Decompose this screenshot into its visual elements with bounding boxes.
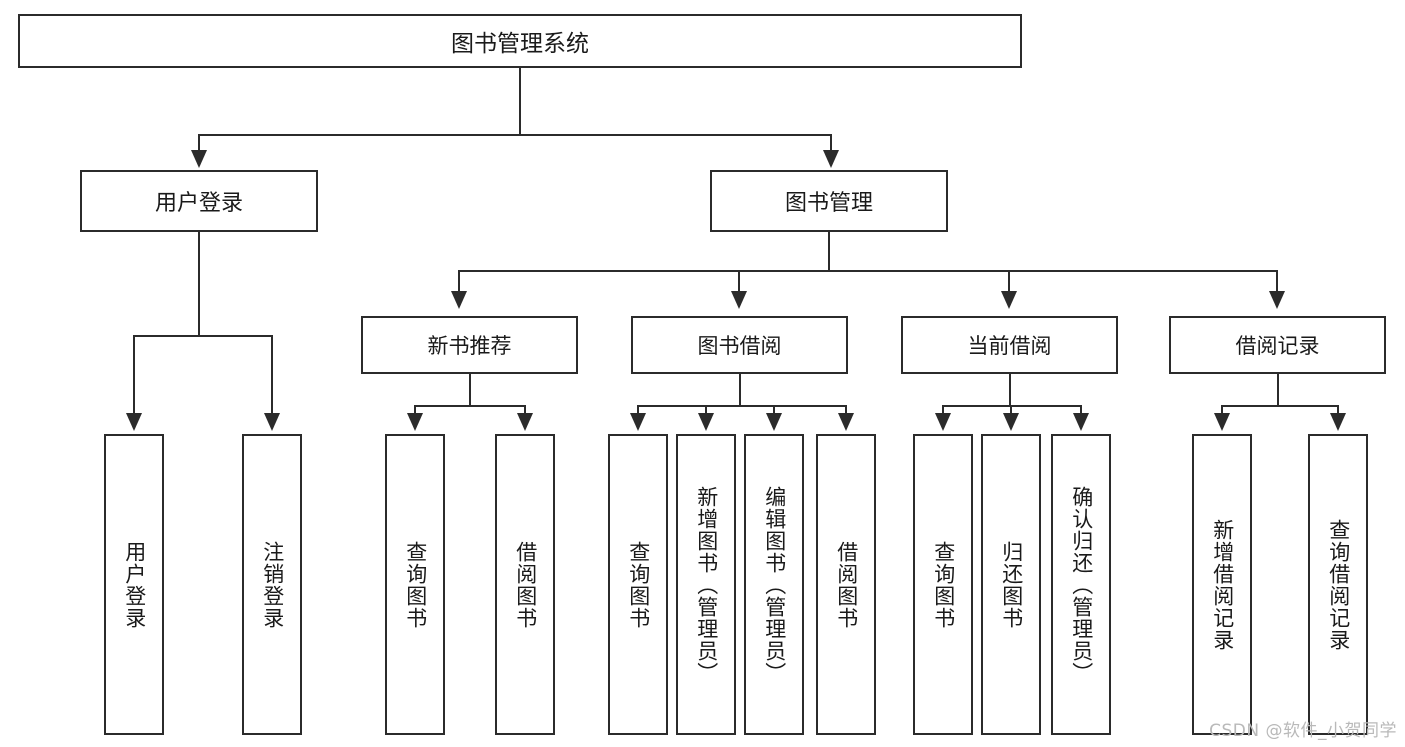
leaf-label: 新增借阅记录 bbox=[1210, 518, 1235, 651]
node-label: 用户登录 bbox=[154, 191, 243, 216]
leaf-label: 借阅图书 bbox=[834, 540, 859, 629]
watermark: CSDN @软件_小贺同学 bbox=[1209, 721, 1397, 741]
node-current-borrow[interactable]: 当前借阅 bbox=[901, 316, 1118, 374]
edge-book-manage-drop-2 bbox=[738, 270, 740, 292]
leaf-label: 查询图书 bbox=[931, 540, 956, 629]
arrow-to-bb-query-book bbox=[630, 413, 646, 431]
node-book-borrow[interactable]: 图书借阅 bbox=[631, 316, 848, 374]
leaf-cb-confirm-return[interactable]: 确认归还（管理员） bbox=[1051, 434, 1111, 735]
node-borrow-record[interactable]: 借阅记录 bbox=[1169, 316, 1386, 374]
edge-book-manage-stem bbox=[828, 232, 830, 272]
edge-br-drop-2 bbox=[1337, 405, 1339, 415]
arrow-to-nbr-query-book bbox=[407, 413, 423, 431]
edge-bb-bus bbox=[637, 405, 847, 407]
node-label: 图书管理 bbox=[784, 191, 873, 216]
edge-br-bus bbox=[1221, 405, 1339, 407]
leaf-label: 用户登录 bbox=[122, 540, 147, 629]
edge-root-drop-right bbox=[830, 134, 832, 152]
leaf-label: 查询图书 bbox=[403, 540, 428, 629]
edge-br-stem bbox=[1277, 374, 1279, 407]
leaf-label: 查询借阅记录 bbox=[1326, 518, 1351, 651]
node-label: 图书借阅 bbox=[697, 334, 782, 358]
edge-bb-stem bbox=[739, 374, 741, 407]
edge-user-login-drop-1 bbox=[133, 335, 135, 415]
arrow-to-book-borrow bbox=[731, 291, 747, 309]
leaf-bb-query-book[interactable]: 查询图书 bbox=[608, 434, 668, 735]
node-book-manage[interactable]: 图书管理 bbox=[710, 170, 948, 232]
arrow-to-leaf-user-login bbox=[126, 413, 142, 431]
leaf-br-add-record[interactable]: 新增借阅记录 bbox=[1192, 434, 1252, 735]
leaf-label: 注销登录 bbox=[260, 540, 285, 629]
edge-cb-drop-2 bbox=[1010, 405, 1012, 415]
edge-nbr-bus bbox=[414, 405, 526, 407]
edge-bb-drop-3 bbox=[773, 405, 775, 415]
leaf-br-query-record[interactable]: 查询借阅记录 bbox=[1308, 434, 1368, 735]
leaf-bb-add-book[interactable]: 新增图书（管理员） bbox=[676, 434, 736, 735]
edge-br-drop-1 bbox=[1221, 405, 1223, 415]
arrow-to-bb-borrow-book bbox=[838, 413, 854, 431]
edge-user-login-stem bbox=[198, 232, 200, 336]
edge-bb-drop-1 bbox=[637, 405, 639, 415]
arrow-to-cb-confirm-return bbox=[1073, 413, 1089, 431]
arrow-to-nbr-borrow-book bbox=[517, 413, 533, 431]
edge-nbr-drop-1 bbox=[414, 405, 416, 415]
edge-user-login-drop-2 bbox=[271, 335, 273, 415]
node-label: 借阅记录 bbox=[1235, 334, 1320, 358]
arrow-to-user-login bbox=[191, 150, 207, 168]
edge-nbr-stem bbox=[469, 374, 471, 407]
leaf-label: 查询图书 bbox=[626, 540, 651, 629]
arrow-to-borrow-record bbox=[1269, 291, 1285, 309]
leaf-bb-borrow-book[interactable]: 借阅图书 bbox=[816, 434, 876, 735]
edge-book-manage-drop-3 bbox=[1008, 270, 1010, 292]
arrow-to-current-borrow bbox=[1001, 291, 1017, 309]
leaf-cb-return-book[interactable]: 归还图书 bbox=[981, 434, 1041, 735]
edge-cb-drop-1 bbox=[942, 405, 944, 415]
node-label: 新书推荐 bbox=[427, 334, 512, 358]
edge-user-login-bus bbox=[133, 335, 273, 337]
edge-bb-drop-2 bbox=[705, 405, 707, 415]
leaf-bb-edit-book[interactable]: 编辑图书（管理员） bbox=[744, 434, 804, 735]
leaf-nbr-query-book[interactable]: 查询图书 bbox=[385, 434, 445, 735]
leaf-label: 归还图书 bbox=[999, 540, 1024, 629]
arrow-to-leaf-logout bbox=[264, 413, 280, 431]
edge-root-bus bbox=[198, 134, 832, 136]
leaf-cb-query-book[interactable]: 查询图书 bbox=[913, 434, 973, 735]
arrow-to-new-book-recommend bbox=[451, 291, 467, 309]
node-label: 图书管理系统 bbox=[451, 31, 589, 57]
leaf-nbr-borrow-book[interactable]: 借阅图书 bbox=[495, 434, 555, 735]
arrow-to-bb-edit-book bbox=[766, 413, 782, 431]
edge-book-manage-drop-1 bbox=[458, 270, 460, 292]
leaf-label: 新增图书（管理员） bbox=[694, 485, 719, 684]
edge-bb-drop-4 bbox=[845, 405, 847, 415]
arrow-to-bb-add-book bbox=[698, 413, 714, 431]
leaf-logout[interactable]: 注销登录 bbox=[242, 434, 302, 735]
arrow-to-br-query-record bbox=[1330, 413, 1346, 431]
edge-cb-bus bbox=[942, 405, 1082, 407]
edge-cb-drop-3 bbox=[1080, 405, 1082, 415]
node-label: 当前借阅 bbox=[967, 334, 1052, 358]
edge-nbr-drop-2 bbox=[524, 405, 526, 415]
leaf-user-login[interactable]: 用户登录 bbox=[104, 434, 164, 735]
edge-book-manage-bus bbox=[458, 270, 1278, 272]
edge-book-manage-drop-4 bbox=[1276, 270, 1278, 292]
leaf-label: 确认归还（管理员） bbox=[1069, 485, 1094, 684]
arrow-to-br-add-record bbox=[1214, 413, 1230, 431]
arrow-to-cb-query-book bbox=[935, 413, 951, 431]
arrow-to-cb-return-book bbox=[1003, 413, 1019, 431]
node-new-book-recommend[interactable]: 新书推荐 bbox=[361, 316, 578, 374]
arrow-to-book-manage bbox=[823, 150, 839, 168]
leaf-label: 借阅图书 bbox=[513, 540, 538, 629]
edge-cb-stem bbox=[1009, 374, 1011, 407]
leaf-label: 编辑图书（管理员） bbox=[762, 485, 787, 684]
edge-root-stem bbox=[519, 68, 521, 135]
node-user-login[interactable]: 用户登录 bbox=[80, 170, 318, 232]
node-root-system[interactable]: 图书管理系统 bbox=[18, 14, 1022, 68]
edge-root-drop-left bbox=[198, 134, 200, 152]
